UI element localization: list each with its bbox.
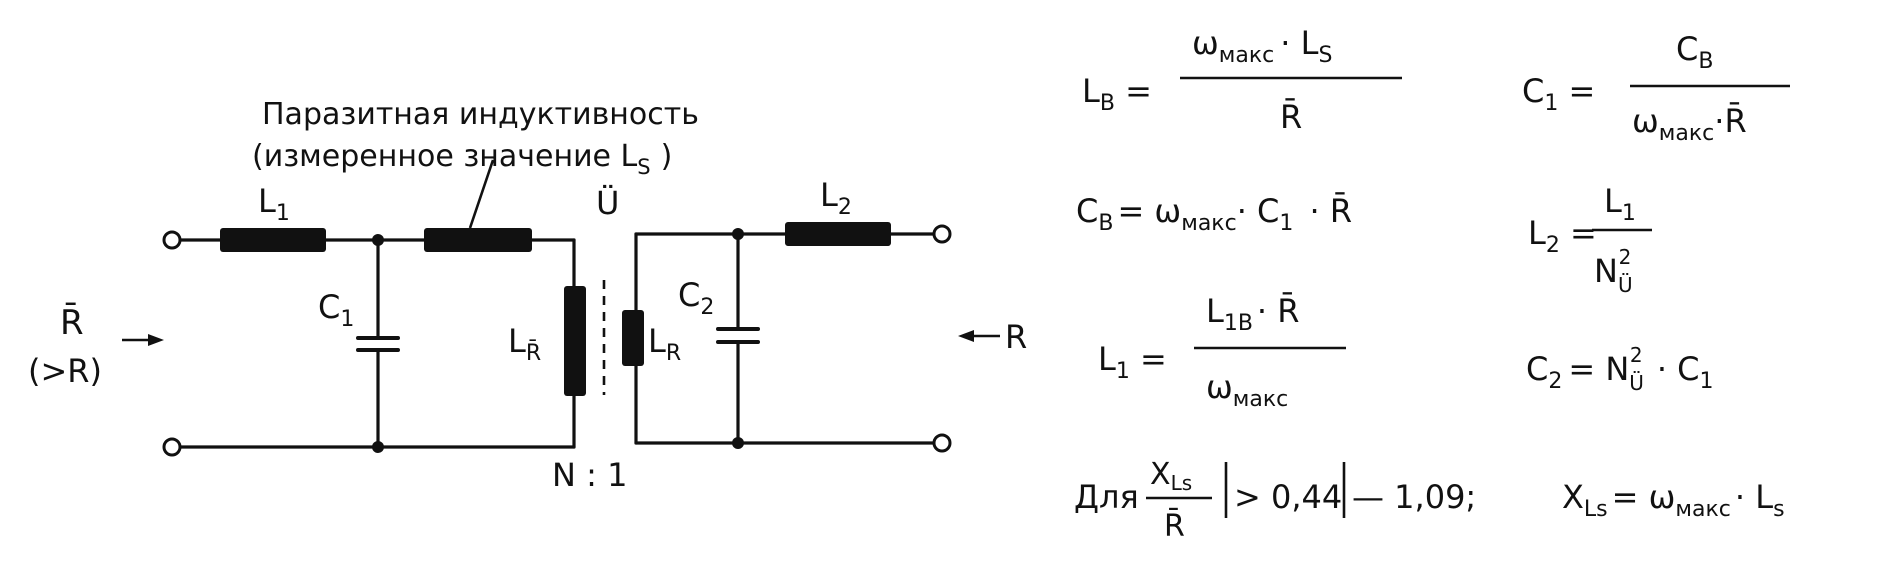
formula-CB-expression: CB= ωмакс· C1 · R̄	[1076, 191, 1352, 236]
label-input-condition: (>R)	[28, 352, 102, 390]
inductor-LR	[622, 310, 644, 366]
annotation-title: Паразитная индуктивность	[262, 97, 699, 132]
formula-condition-numerator: XLs	[1150, 457, 1192, 495]
formula-L2: L2 = L1 NÜ2	[1528, 182, 1652, 297]
annotation-leader	[468, 159, 495, 229]
formula-C2-expression: C2= NÜ2 · C1	[1526, 343, 1714, 395]
terminal-out-top	[932, 224, 952, 244]
formula-condition-denominator: R̄	[1164, 508, 1185, 544]
arrow-in-head	[148, 334, 164, 346]
junction-dot	[372, 234, 384, 246]
formula-L2-lhs: L2 =	[1528, 214, 1597, 258]
inductor-Ls	[424, 228, 532, 252]
label-C2: C2	[678, 276, 714, 320]
label-L2: L2	[820, 176, 852, 220]
formula-condition-range: > 0,44	[1234, 478, 1342, 516]
label-C1: C1	[318, 288, 354, 332]
formula-C1: C1 = CB ωмакс·R̄	[1522, 30, 1790, 146]
formula-panel: LB = ωмакс· LS R̄ C1 = CB ωмакс·R̄ CB= ω…	[1074, 24, 1790, 544]
label-L1: L1	[258, 182, 290, 226]
label-LR: LR	[648, 322, 681, 366]
label-ratio: N : 1	[552, 456, 627, 494]
inductor-L1	[220, 228, 326, 252]
formula-C2: C2= NÜ2 · C1	[1526, 343, 1714, 395]
junction-dot	[732, 437, 744, 449]
formula-L2-denominator: NÜ2	[1594, 245, 1633, 297]
inductor-LRbar	[564, 286, 586, 396]
label-output-R: R	[1005, 318, 1027, 356]
junction-dot	[372, 441, 384, 453]
formula-C1-denominator: ωмакс·R̄	[1632, 101, 1747, 146]
formula-C1-lhs: C1 =	[1522, 72, 1595, 116]
terminal-in-top	[162, 230, 182, 250]
formula-L1-numerator: L1B· R̄	[1206, 291, 1300, 336]
formula-condition-prefix: Для	[1074, 478, 1139, 516]
formula-LB-numerator: ωмакс· LS	[1192, 24, 1332, 68]
formula-CB: CB= ωмакс· C1 · R̄	[1076, 191, 1352, 236]
terminal-out-bottom	[932, 433, 952, 453]
arrow-out-head	[958, 330, 974, 342]
inductor-L2	[785, 222, 891, 246]
circuit-diagram: Паразитная индуктивность (измеренное зна…	[28, 97, 1027, 494]
formula-LB: LB = ωмакс· LS R̄	[1082, 24, 1402, 136]
label-LRbar: LR̄	[508, 322, 541, 366]
formula-L1-lhs: L1 =	[1098, 340, 1167, 384]
formula-L1-denominator: ωмакс	[1206, 368, 1288, 412]
formula-L1: L1 = L1B· R̄ ωмакс	[1098, 291, 1346, 412]
junction-dot	[732, 228, 744, 240]
formula-XLs-expression: XLs= ωмакс· Ls	[1562, 478, 1785, 522]
annotation-subtitle: (измеренное значение LS)	[252, 139, 672, 179]
formula-C1-numerator: CB	[1676, 30, 1713, 74]
formula-LB-denominator: R̄	[1280, 97, 1302, 136]
formula-condition: Для XLs R̄ > 0,44 — 1,09;	[1074, 457, 1476, 544]
terminal-in-bottom	[162, 437, 182, 457]
label-transformer: Ü	[596, 184, 619, 222]
formula-LB-lhs: LB =	[1082, 72, 1152, 116]
formula-condition-upper: — 1,09;	[1352, 478, 1476, 516]
formula-XLs: XLs= ωмакс· Ls	[1562, 478, 1785, 522]
formula-L2-numerator: L1	[1604, 182, 1636, 226]
label-input-R: R̄	[60, 302, 84, 343]
